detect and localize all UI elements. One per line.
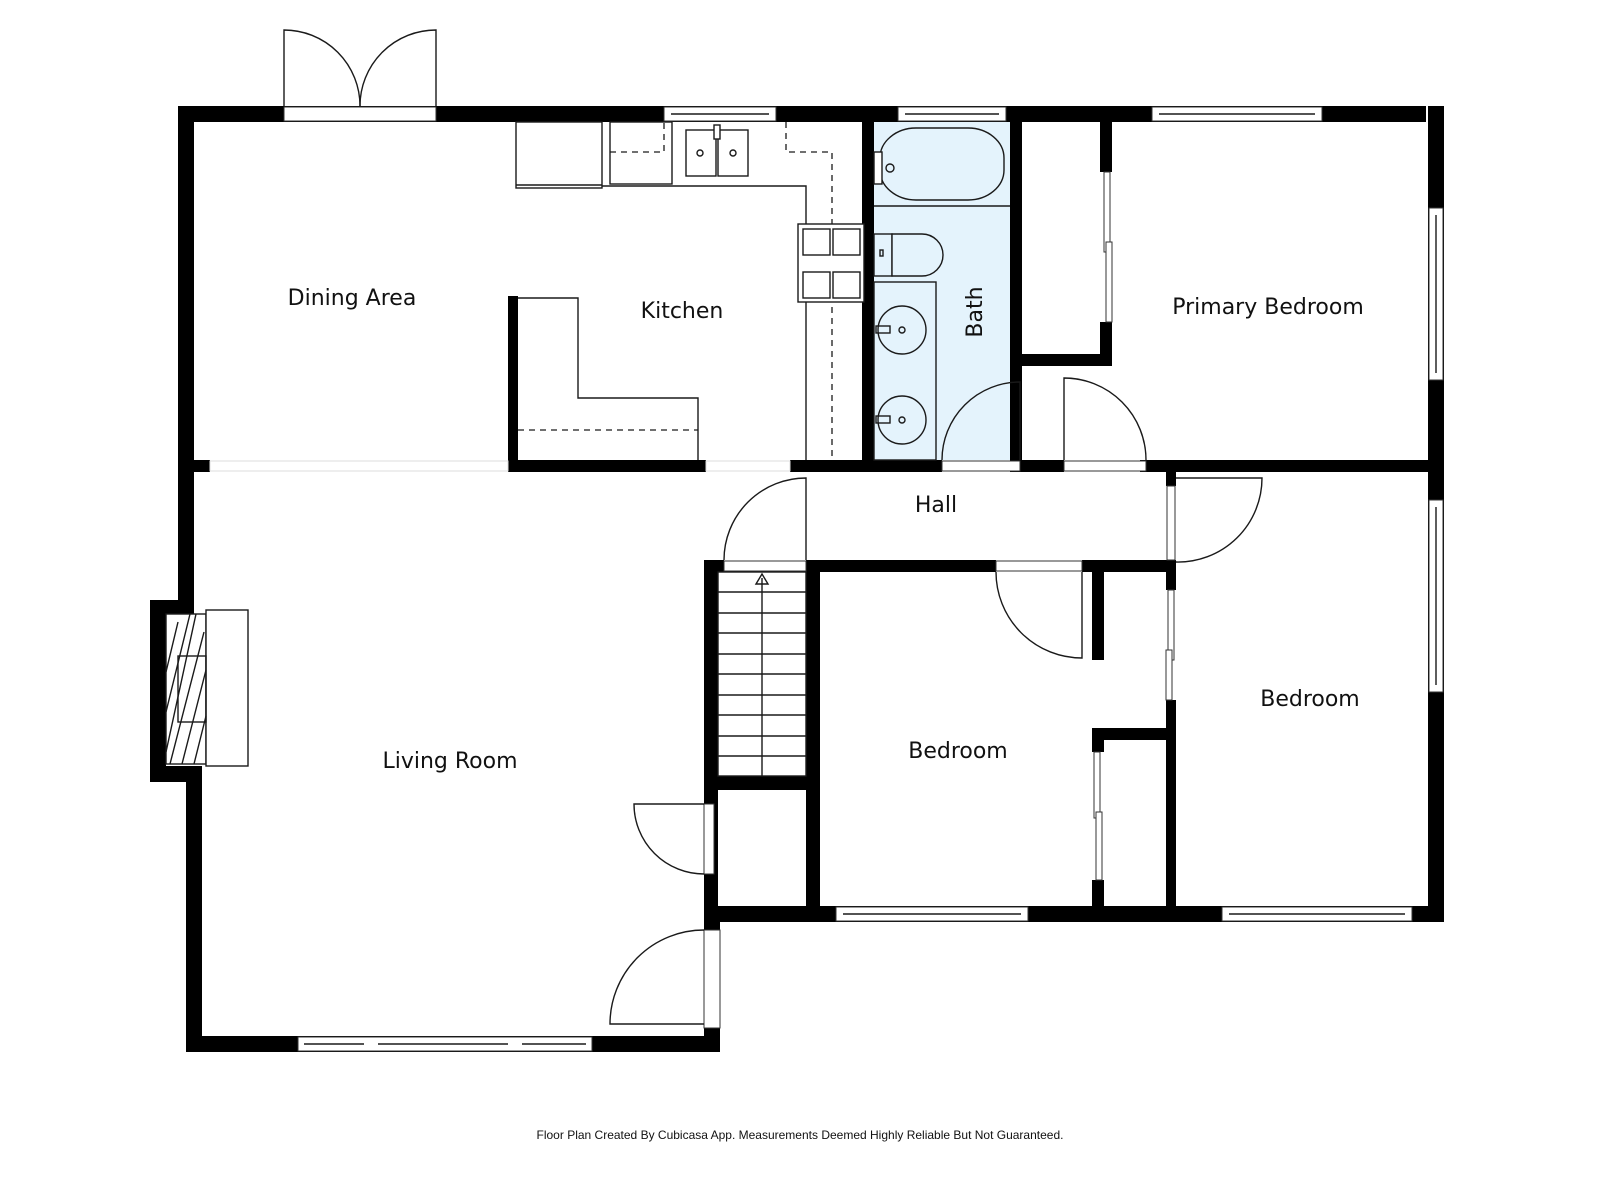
windows xyxy=(209,106,1444,1052)
label-dining-area: Dining Area xyxy=(288,286,417,311)
sink-basin-icon xyxy=(877,395,927,445)
bath-fixtures xyxy=(873,127,1010,461)
label-bath: Bath xyxy=(963,286,988,337)
label-living-room: Living Room xyxy=(382,749,517,774)
label-kitchen: Kitchen xyxy=(641,299,724,324)
label-bedroom-2: Bedroom xyxy=(908,739,1008,764)
kitchen-fixtures xyxy=(515,121,865,460)
doors xyxy=(283,29,1263,1029)
bathtub-icon xyxy=(879,127,1005,201)
room-labels: Dining Area Kitchen Bath Primary Bedroom… xyxy=(288,286,1364,774)
disclaimer-footer: Floor Plan Created By Cubicasa App. Meas… xyxy=(536,1128,1064,1142)
sink-basin-icon xyxy=(877,305,927,355)
sink-icon xyxy=(685,124,749,177)
label-hall: Hall xyxy=(915,493,957,518)
stove-icon xyxy=(797,223,865,303)
fireplace-icon xyxy=(165,609,249,767)
double-door-icon xyxy=(283,29,437,107)
dishwasher-icon xyxy=(609,121,673,185)
toilet-icon xyxy=(873,233,944,277)
arrow-up-icon xyxy=(754,572,770,585)
label-bedroom-3: Bedroom xyxy=(1260,687,1360,712)
stairs-icon xyxy=(717,571,807,777)
refrigerator-icon xyxy=(515,121,603,189)
label-primary-bedroom: Primary Bedroom xyxy=(1172,295,1364,320)
